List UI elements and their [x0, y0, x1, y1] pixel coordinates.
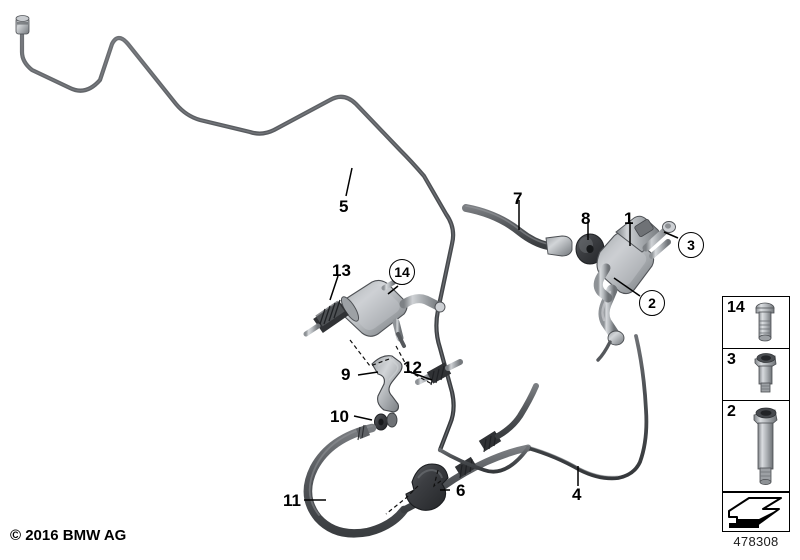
- part-10-clip: [374, 412, 398, 431]
- part-5-hydraulic-pipe: [15, 15, 456, 453]
- callout-1: 1: [624, 209, 634, 228]
- master-cylinder-boot: [596, 330, 625, 362]
- callout-9: 9: [341, 365, 351, 384]
- direction-arrow-box: [722, 492, 790, 532]
- leader-lines: [304, 167, 679, 501]
- callout-4: 4: [572, 485, 582, 504]
- callout-circle-3: 3: [678, 232, 704, 258]
- callout-circle-2: 2: [639, 290, 665, 316]
- callout-8: 8: [581, 209, 591, 228]
- legend-box-14: 14: [722, 296, 790, 348]
- part-12-connector: [415, 359, 463, 386]
- part-4-hydraulic-line: [438, 334, 649, 481]
- bushing-detail-icon: [747, 349, 783, 400]
- part-13-slave-cylinder: [303, 279, 446, 348]
- legend-box-2: 2: [722, 400, 790, 492]
- part-7-supply-hose: [462, 204, 573, 257]
- copyright-notice: © 2016 BMW AG: [10, 527, 127, 544]
- direction-arrow-icon: [728, 497, 782, 528]
- callout-6: 6: [456, 481, 466, 500]
- callout-circle-14: 14: [389, 259, 415, 285]
- dashed-association-lines: [349, 339, 443, 515]
- legend-label-3: 3: [727, 351, 736, 368]
- connector-bellows-12: [426, 362, 452, 386]
- legend-box-3: 3: [722, 348, 790, 400]
- callout-12: 12: [403, 358, 422, 377]
- legend-label-2: 2: [727, 403, 736, 420]
- bolt-detail-icon: [747, 297, 783, 348]
- callout-13: 13: [332, 261, 351, 280]
- part-14-bolt: [381, 279, 397, 291]
- pipe-end-fitting-5: [15, 15, 30, 35]
- slave-cylinder-boot: [303, 299, 349, 337]
- part-8-grommet: [575, 233, 605, 265]
- diagram-number: 478308: [733, 534, 779, 549]
- callout-5: 5: [339, 197, 349, 216]
- callout-7: 7: [513, 189, 523, 208]
- legend-label-14: 14: [727, 299, 745, 316]
- callout-10: 10: [330, 407, 349, 426]
- legend-panel: 14: [722, 296, 790, 492]
- part-2-sleeve: [593, 263, 613, 303]
- part-11-flexible-hose: [303, 423, 409, 538]
- part-6-rubber-grommet: [405, 463, 449, 511]
- sleeve-detail-icon: [747, 401, 783, 491]
- part-9-bracket: [371, 355, 403, 413]
- hose-ferrule-11: [355, 424, 371, 441]
- callout-11: 11: [283, 491, 301, 510]
